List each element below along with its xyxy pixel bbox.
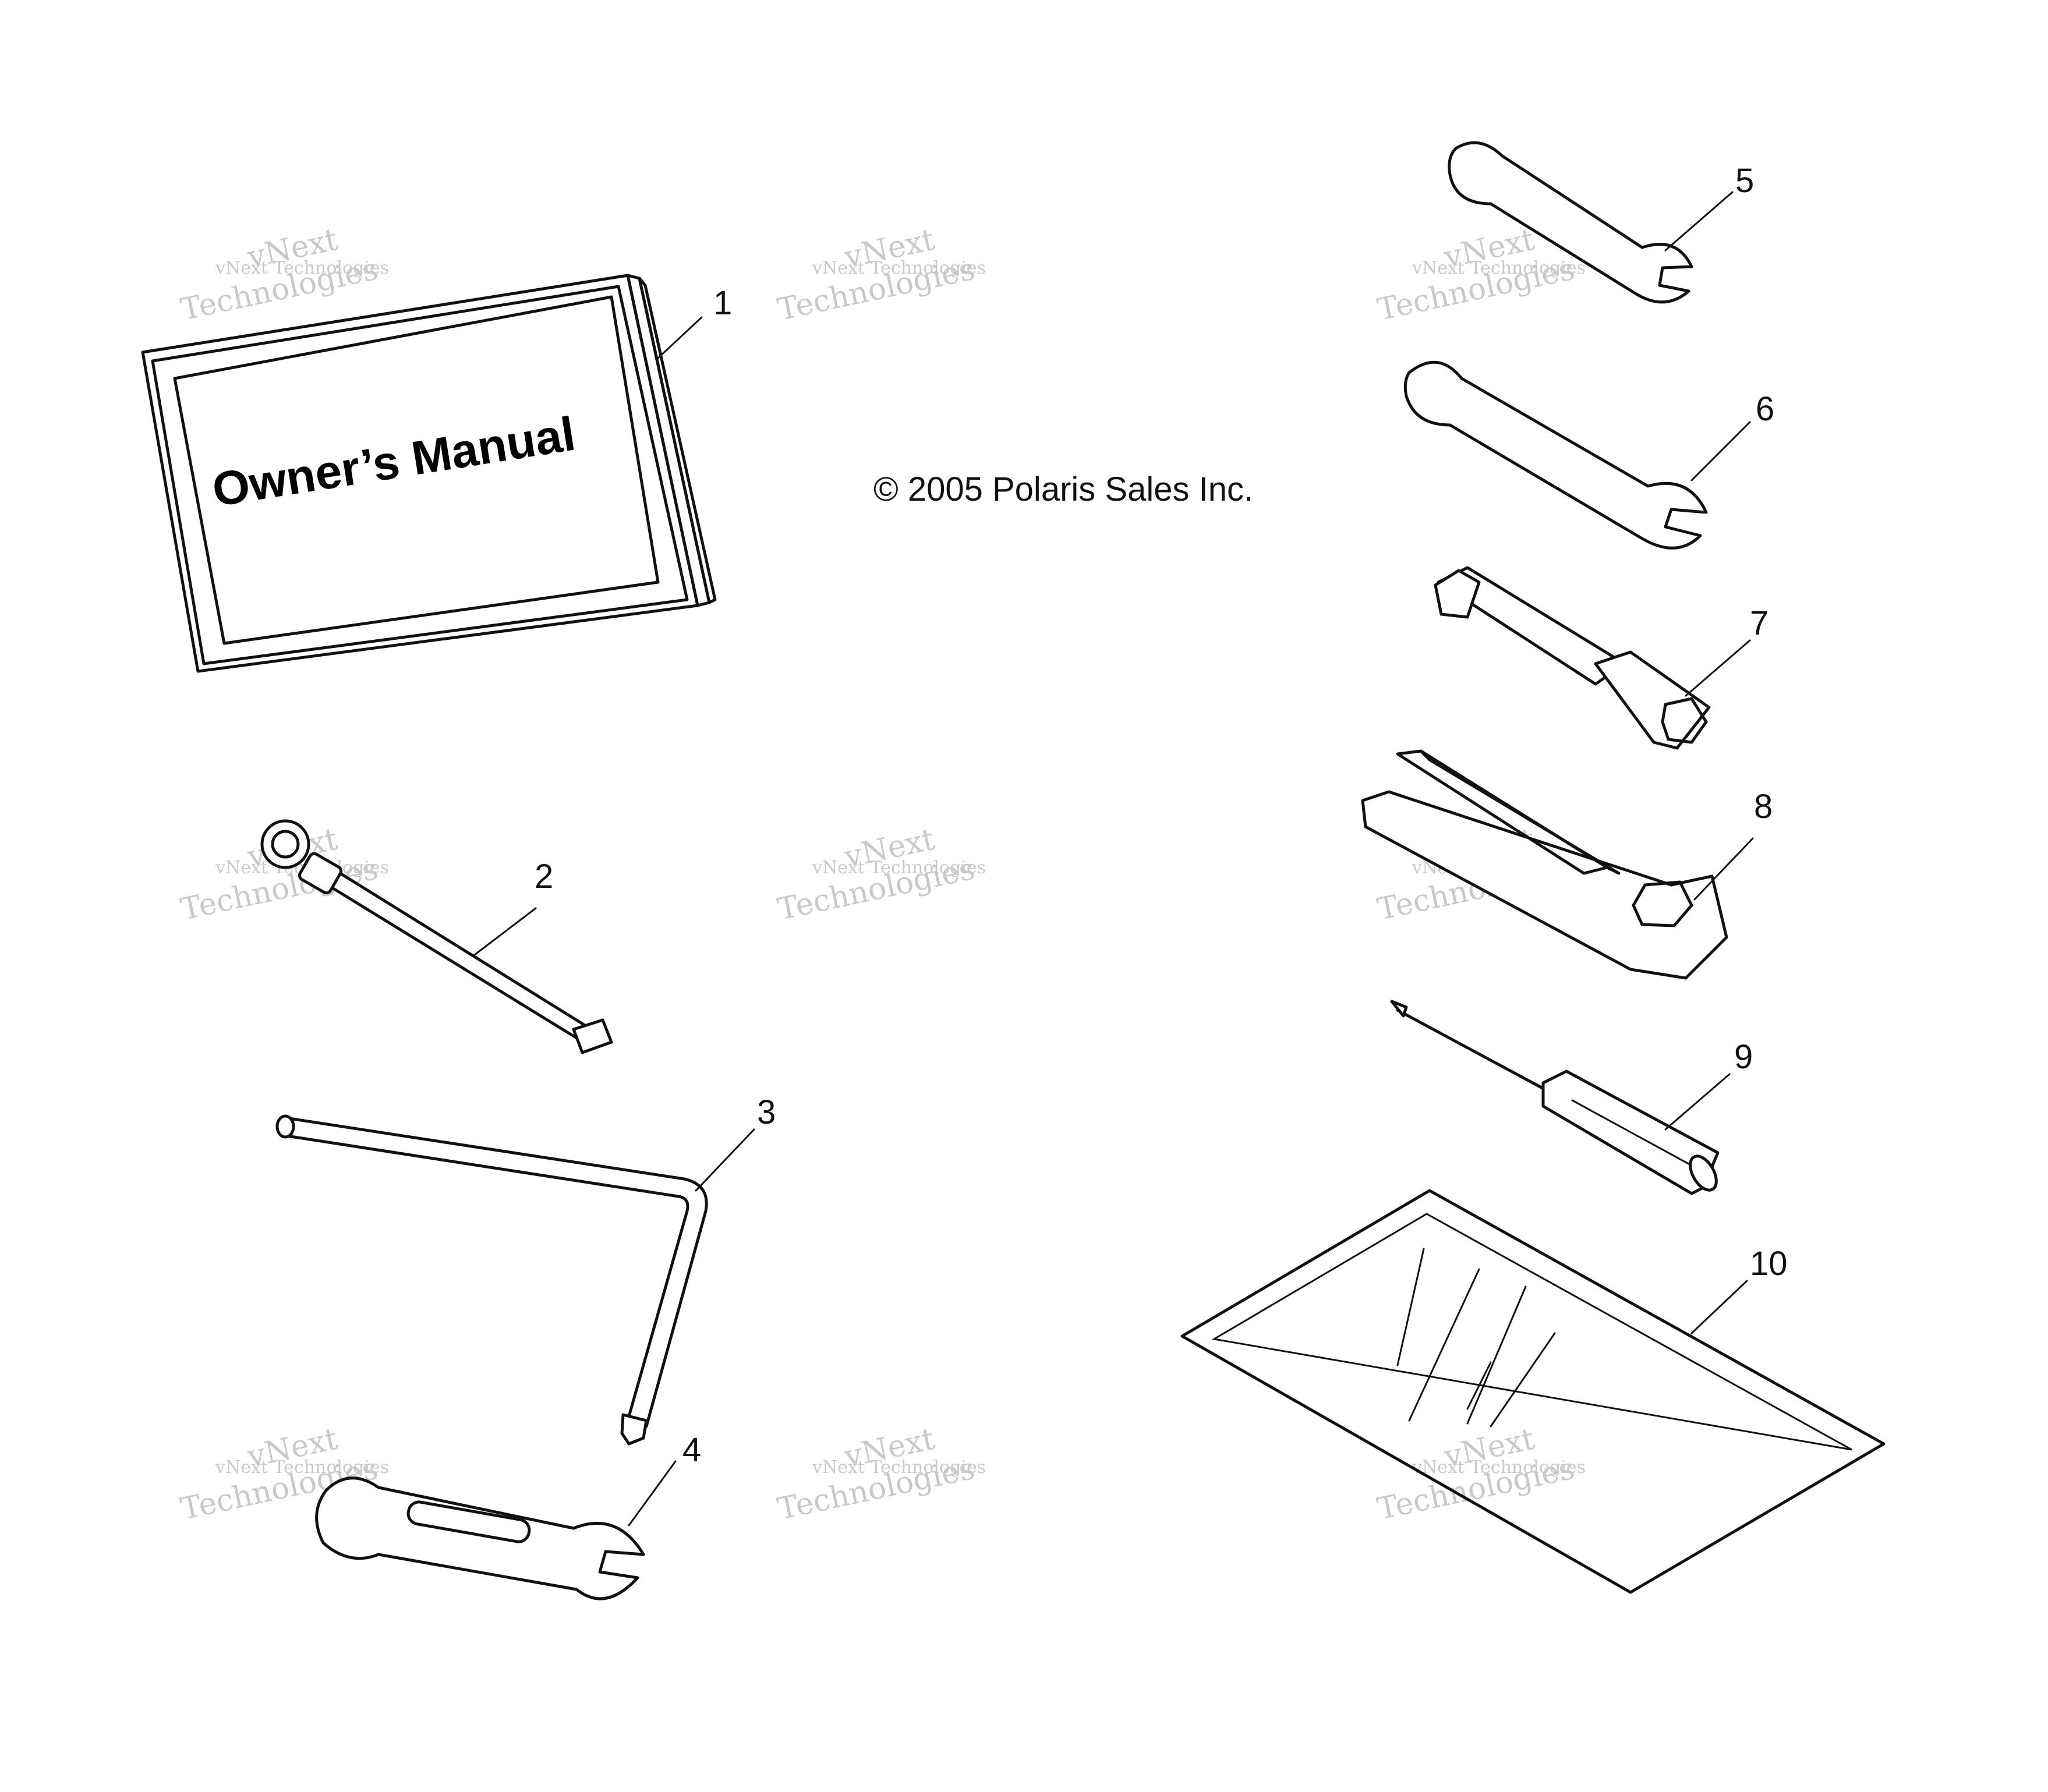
- svg-text:vNext Technologies: vNext Technologies: [1412, 258, 1586, 278]
- hex-key: [275, 1114, 708, 1446]
- document-bag: [1180, 1189, 1886, 1594]
- open-end-wrench-2: [1448, 141, 1693, 304]
- svg-text:vNext Technologies: vNext Technologies: [812, 1457, 986, 1478]
- box-socket-wrench: [1434, 566, 1711, 750]
- spark-plug-socket-wrench: [260, 819, 613, 1054]
- callout-7: 7: [1750, 604, 1768, 642]
- open-end-wrench-1: [315, 1476, 645, 1600]
- callout-5: 5: [1735, 162, 1754, 200]
- watermark: vNext Technologies vNext Technologies: [774, 222, 986, 328]
- leader-line-6: [1690, 421, 1751, 481]
- leader-line-7: [1685, 639, 1751, 697]
- leader-line-2: [473, 907, 537, 956]
- copyright-notice: © 2005 Polaris Sales Inc.: [873, 470, 1253, 508]
- watermark: vNext Technologies vNext Technologies: [774, 1422, 986, 1527]
- leader-line-8: [1693, 837, 1754, 901]
- callout-9: 9: [1734, 1038, 1753, 1076]
- leader-line-4: [628, 1460, 677, 1527]
- spanner-tool: [1361, 749, 1728, 980]
- svg-text:vNext Technologies: vNext Technologies: [1412, 1457, 1586, 1478]
- watermark: vNext Technologies vNext Technologies: [774, 822, 986, 927]
- watermark: vNext Technologies vNext Technologies: [178, 222, 389, 328]
- leader-line-1: [657, 316, 703, 359]
- leader-line-5: [1664, 191, 1734, 252]
- callout-3: 3: [757, 1093, 776, 1131]
- callout-10: 10: [1750, 1245, 1788, 1283]
- leader-line-9: [1664, 1073, 1731, 1131]
- watermark: vNext Technologies vNext Technologies: [1374, 1422, 1586, 1527]
- open-end-wrench-3: [1403, 360, 1708, 550]
- leader-line-3: [695, 1128, 755, 1192]
- svg-text:vNext Technologies: vNext Technologies: [812, 258, 986, 278]
- svg-text:vNext Technologies: vNext Technologies: [215, 258, 389, 278]
- callout-6: 6: [1756, 390, 1774, 428]
- svg-text:vNext Technologies: vNext Technologies: [812, 858, 986, 878]
- callout-8: 8: [1754, 788, 1773, 826]
- callout-1: 1: [713, 284, 732, 322]
- svg-text:vNext Technologies: vNext Technologies: [215, 1457, 389, 1478]
- callout-4: 4: [682, 1431, 701, 1469]
- screwdriver: [1390, 1000, 1720, 1195]
- owners-manual: Owner’s Manual: [141, 274, 717, 673]
- leader-line-10: [1690, 1280, 1748, 1334]
- callout-2: 2: [535, 858, 553, 895]
